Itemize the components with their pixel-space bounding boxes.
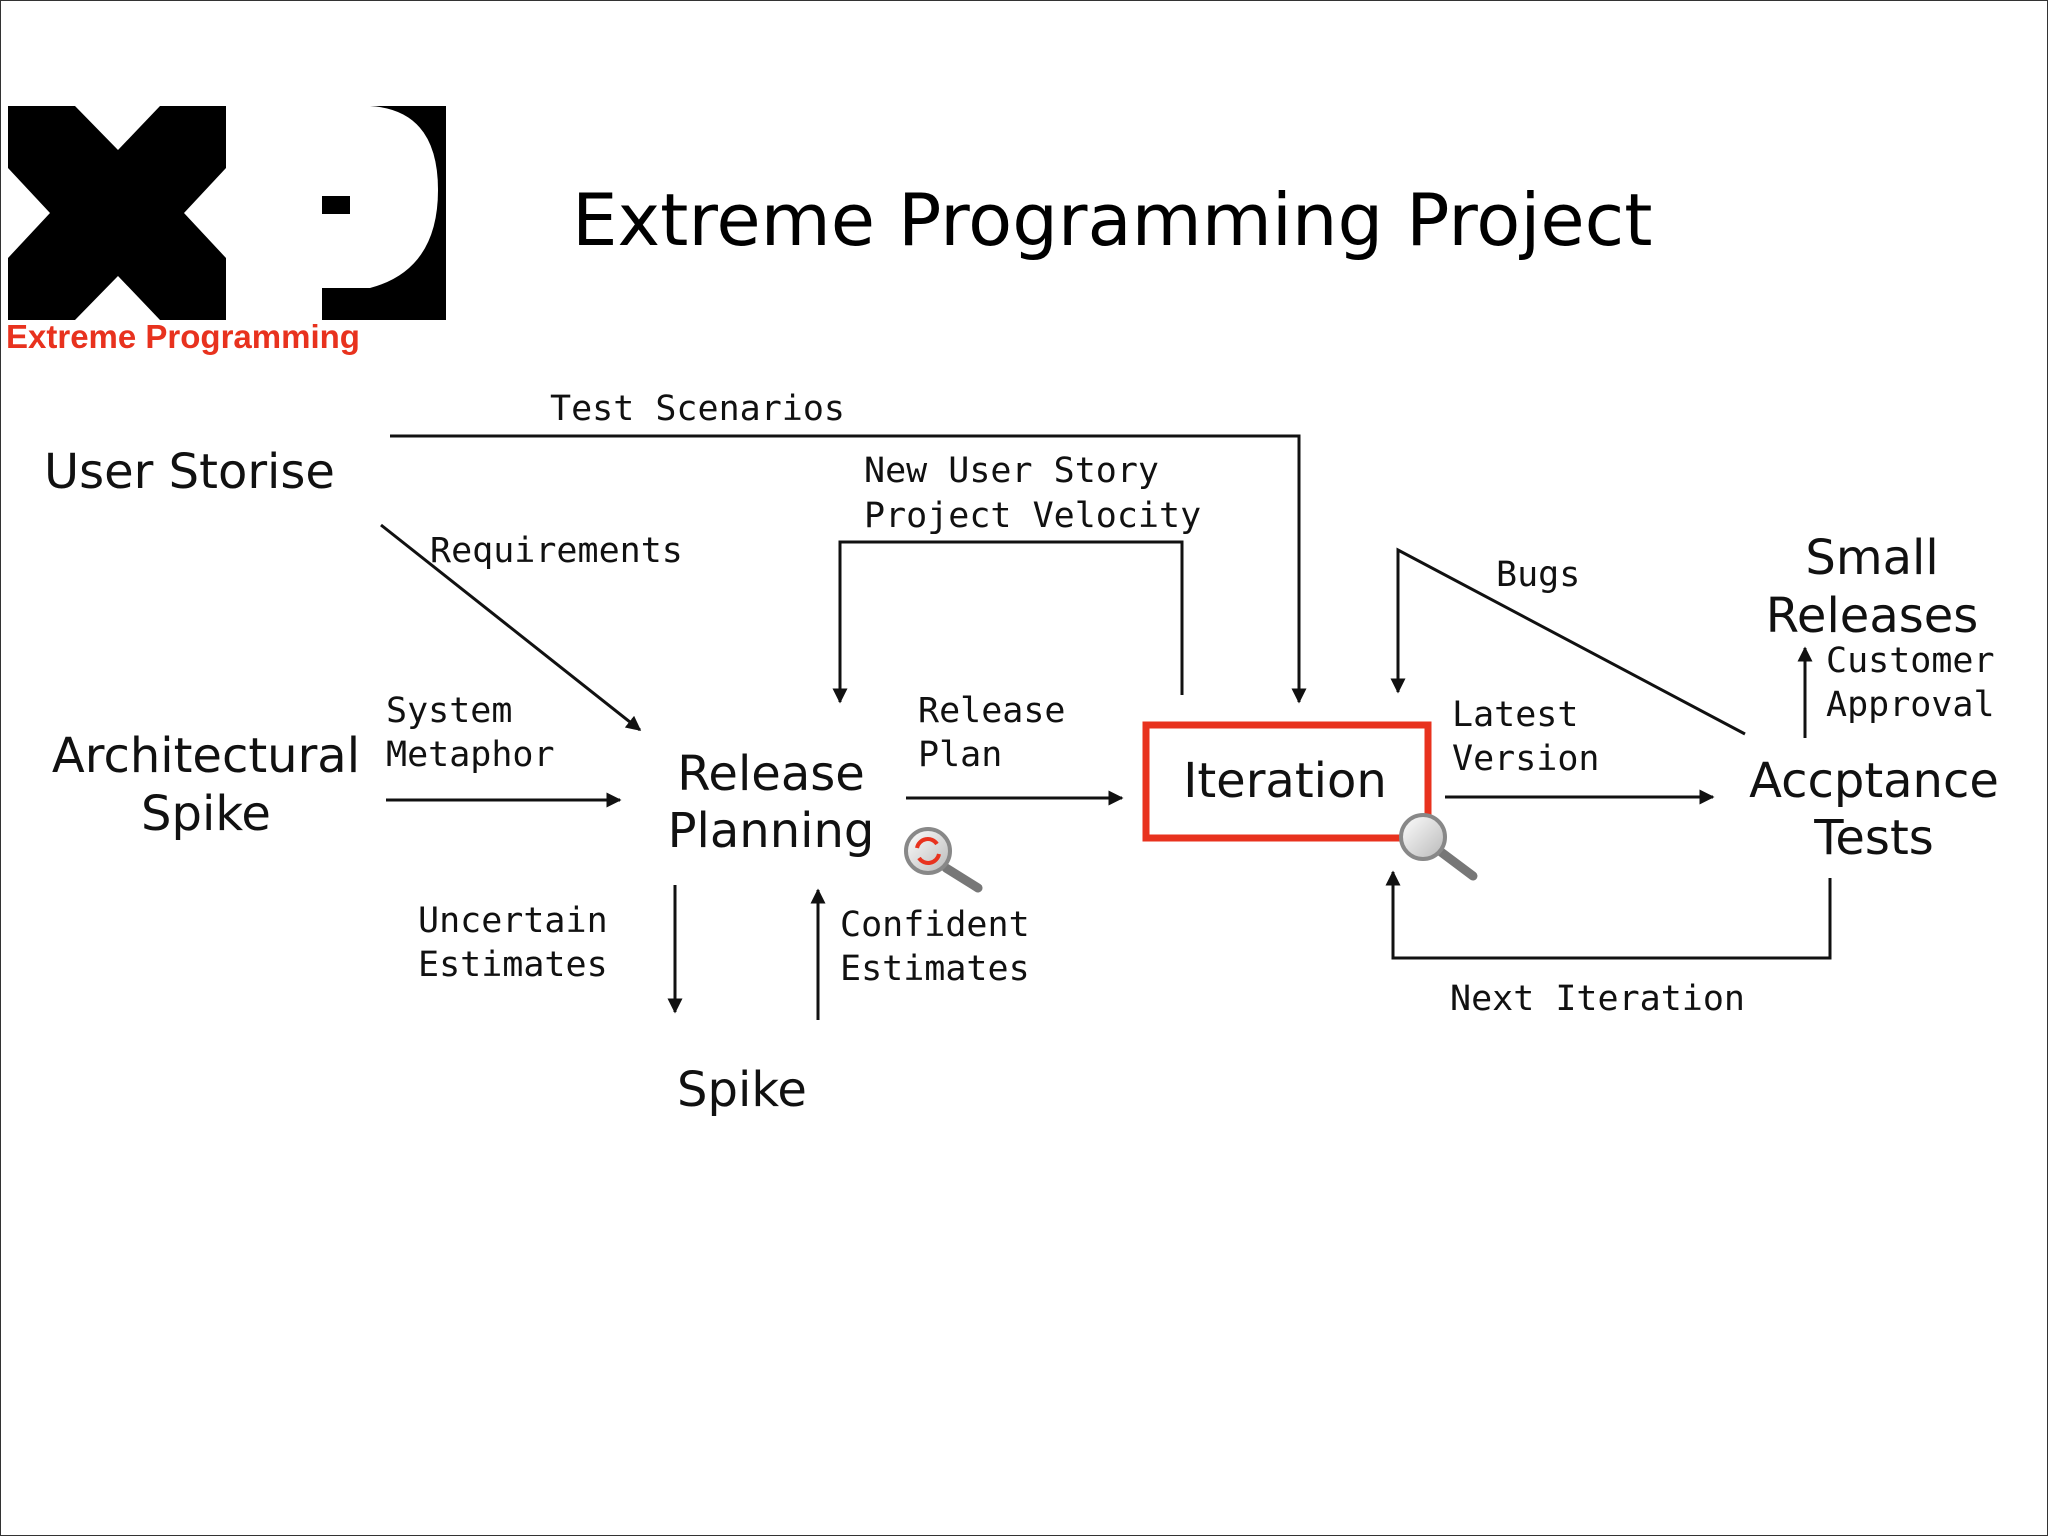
edge-bugs [1390,547,1746,736]
edge-new-user-story [832,540,1184,704]
label-new-user-story-line2: Project Velocity [864,496,1201,536]
iteration-highlight-box[interactable] [1142,721,1432,842]
edge-test-scenarios [390,434,1307,704]
node-acceptance-tests-line1: Accptance [1749,753,1999,809]
label-latest-version-line1: Latest [1452,695,1578,735]
label-next-iteration: Next Iteration [1450,979,1745,1019]
label-new-user-story-line1: New User Story [864,451,1159,491]
label-uncertain-estimates-line1: Uncertain [418,901,608,941]
label-customer-approval-line2: Approval [1826,685,1995,725]
node-release-planning-line2: Planning [668,803,875,859]
edge-requirements [380,523,642,732]
label-system-metaphor-line1: System [386,691,512,731]
label-release-plan-line1: Release [918,691,1066,731]
logo-caption: Extreme Programming [6,318,360,355]
label-test-scenarios: Test Scenarios [550,389,845,429]
connectors [380,434,1832,1020]
label-customer-approval-line1: Customer [1826,641,1995,681]
xp-logo: Extreme Programming [6,106,446,355]
label-confident-estimates-line2: Estimates [840,949,1030,989]
node-iteration[interactable]: Iteration [1183,753,1387,809]
node-spike: Spike [677,1062,807,1118]
magnifier-icon[interactable] [1399,813,1478,881]
magnifier-refresh-icon[interactable] [904,827,983,893]
node-small-releases-line2: Releases [1766,588,1979,644]
page-title: Extreme Programming Project [572,178,1652,262]
label-bugs: Bugs [1496,555,1580,595]
label-latest-version-line2: Version [1452,739,1600,779]
node-architectural-spike-line1: Architectural [52,728,360,784]
node-release-planning-line1: Release [677,746,865,802]
label-requirements: Requirements [430,531,683,571]
label-release-plan-line2: Plan [918,735,1002,775]
node-architectural-spike-line2: Spike [141,786,271,842]
label-confident-estimates-line1: Confident [840,905,1030,945]
label-uncertain-estimates-line2: Estimates [418,945,608,985]
node-small-releases-line1: Small [1805,530,1938,586]
node-acceptance-tests-line2: Tests [1813,810,1934,866]
node-user-stories: User Storise [44,444,335,500]
edge-next-iteration [1385,870,1832,960]
label-system-metaphor-line2: Metaphor [386,735,555,775]
